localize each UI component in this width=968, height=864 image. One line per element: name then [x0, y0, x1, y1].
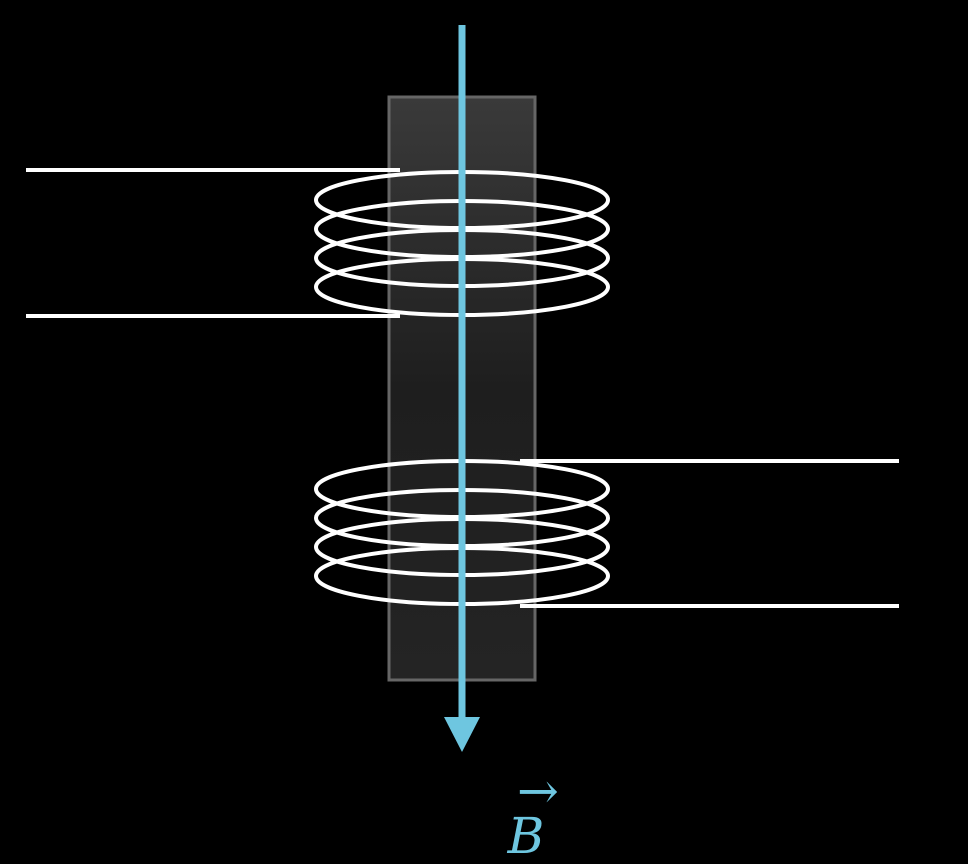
vector-arrow-symbol: → — [517, 762, 559, 820]
field-arrow-head — [444, 717, 480, 752]
magnetic-field-arrow — [444, 25, 480, 752]
magnetic-field-label: B — [507, 807, 545, 864]
